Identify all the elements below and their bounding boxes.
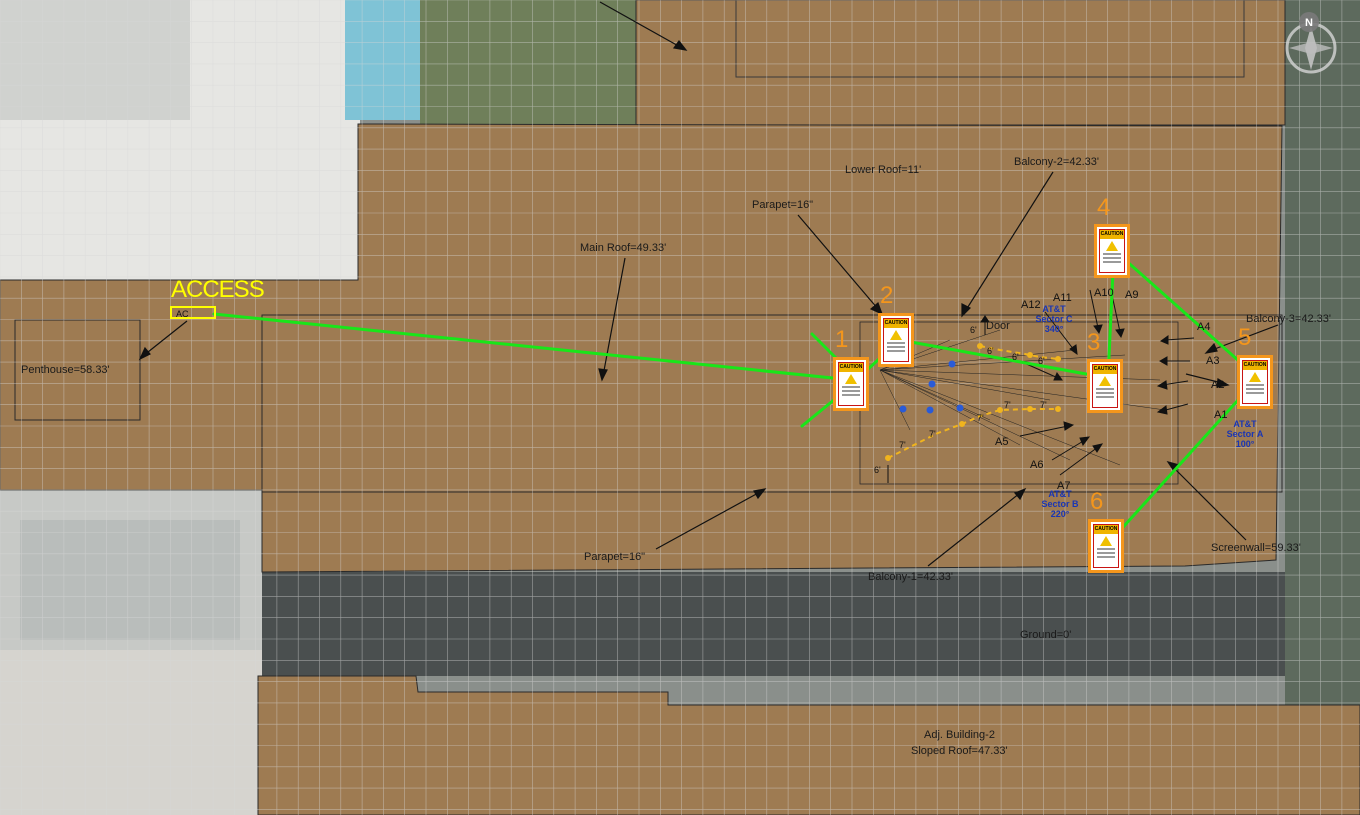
roof-north-building: [635, 0, 1286, 126]
aerial-rooftop: [0, 0, 190, 120]
sector-b-label: AT&T Sector B 220°: [1030, 489, 1090, 519]
sign-1-number: 1: [835, 326, 849, 353]
sector-b-name: Sector B: [1041, 499, 1079, 509]
sector-b-azimuth: 220°: [1050, 509, 1070, 519]
caution-sign-1[interactable]: CAUTION: [833, 357, 869, 411]
antenna-a3[interactable]: A3: [1206, 355, 1220, 367]
sign-6-number: 6: [1090, 488, 1104, 515]
barrier-points: [885, 343, 1061, 461]
label-adj-building: Adj. Building-2: [924, 729, 995, 741]
barrier-segment-label: 7': [1040, 400, 1047, 410]
access-label: ACCESS: [171, 276, 265, 303]
caution-sign-header: CAUTION: [884, 319, 908, 328]
warning-triangle-icon: [890, 330, 902, 340]
aerial-plaza-pattern: [20, 520, 240, 640]
antenna-a2[interactable]: A2: [1211, 379, 1225, 391]
sector-a-name: Sector A: [1226, 429, 1264, 439]
aerial-street: [262, 572, 1285, 676]
aerial-greenery: [420, 0, 636, 125]
antenna-a1[interactable]: A1: [1214, 409, 1228, 421]
caution-sign-header: CAUTION: [1094, 525, 1118, 534]
antenna-a7[interactable]: A7: [1057, 480, 1071, 492]
antenna-a10[interactable]: A10: [1094, 287, 1114, 299]
sign-3-number: 3: [1087, 329, 1101, 356]
sector-a-label: AT&T Sector A 100°: [1215, 419, 1275, 449]
antenna-a9[interactable]: A9: [1125, 289, 1139, 301]
barrier-segment-label: 7': [977, 413, 984, 423]
roof-north-outline: [735, 0, 1245, 78]
equipment-markers: [899, 360, 964, 414]
sector-b-carrier: AT&T: [1048, 489, 1072, 499]
label-parapet-bottom: Parapet=16": [584, 551, 646, 563]
roof-main: [0, 123, 1283, 573]
sector-c-name: Sector C: [1035, 314, 1073, 324]
label-balcony-2: Balcony-2=42.33': [1014, 156, 1099, 168]
aerial-pool: [345, 0, 420, 120]
aerial-plaza-south: [0, 650, 262, 815]
warning-triangle-icon: [1106, 241, 1118, 251]
barrier-segment-label: 6': [970, 325, 977, 335]
barrier-segment-label: 6': [987, 346, 994, 356]
penthouse-outline: [14, 319, 141, 421]
label-ground: Ground=0': [1020, 629, 1072, 641]
compass-letter: N: [1305, 17, 1313, 29]
parapet-outline: [261, 314, 1283, 493]
north-arrow-icon: N: [1285, 12, 1337, 74]
access-point[interactable]: AC: [170, 306, 216, 319]
antenna-a6[interactable]: A6: [1030, 459, 1044, 471]
label-screenwall: Screenwall=59.33': [1211, 542, 1301, 554]
label-balcony-3: Balcony-3=42.33': [1246, 313, 1331, 325]
sector-a-carrier: AT&T: [1233, 419, 1257, 429]
antenna-a4[interactable]: A4: [1197, 321, 1211, 333]
barrier-segment-label: 7': [1004, 400, 1011, 410]
caution-sign-header: CAUTION: [1243, 361, 1267, 370]
antenna-a5[interactable]: A5: [995, 436, 1009, 448]
sector-c-azimuth: 340°: [1044, 324, 1064, 334]
label-sloped-roof: Sloped Roof=47.33': [911, 745, 1008, 757]
label-penthouse: Penthouse=58.33': [21, 364, 110, 376]
antenna-arrows: [887, 289, 1195, 483]
caution-sign-2[interactable]: CAUTION: [878, 313, 914, 367]
label-balcony-1: Balcony-1=42.33': [868, 571, 953, 583]
caution-sign-3[interactable]: CAUTION: [1087, 359, 1123, 413]
sign-4-number: 4: [1097, 194, 1111, 221]
antenna-a12[interactable]: A12: [1021, 299, 1041, 311]
caution-sign-header: CAUTION: [1093, 365, 1117, 374]
label-pointers: [138, 1, 1279, 567]
caution-sign-header: CAUTION: [1100, 230, 1124, 239]
sign-5-number: 5: [1238, 324, 1252, 351]
warning-triangle-icon: [1100, 536, 1112, 546]
antenna-a11[interactable]: A11: [1053, 292, 1072, 304]
warning-triangle-icon: [1099, 376, 1111, 386]
barrier-segment-label: 6': [1038, 356, 1045, 366]
barrier-segment-label: 6': [874, 465, 881, 475]
label-door: Door: [986, 320, 1010, 332]
aerial-trees-east: [1285, 0, 1360, 815]
barrier-segment-label: 6': [1012, 352, 1019, 362]
label-lower-roof: Lower Roof=11': [845, 164, 922, 176]
warning-triangle-icon: [845, 374, 857, 384]
sector-c-label: AT&T Sector C 340°: [1024, 304, 1084, 334]
label-main-roof: Main Roof=49.33': [580, 242, 667, 254]
caution-sign-6[interactable]: CAUTION: [1088, 519, 1124, 573]
sector-a-azimuth: 100°: [1235, 439, 1255, 449]
caution-sign-header: CAUTION: [839, 363, 863, 372]
warning-triangle-icon: [1249, 372, 1261, 382]
label-parapet-top: Parapet=16": [752, 199, 814, 211]
caution-sign-4[interactable]: CAUTION: [1094, 224, 1130, 278]
barrier-segment-label: 7': [899, 440, 906, 450]
caution-sign-5[interactable]: CAUTION: [1237, 355, 1273, 409]
barrier-segment-label: 7': [929, 429, 936, 439]
barrier-line: [887, 345, 1059, 459]
sign-2-number: 2: [880, 282, 894, 309]
sector-c-carrier: AT&T: [1042, 304, 1066, 314]
